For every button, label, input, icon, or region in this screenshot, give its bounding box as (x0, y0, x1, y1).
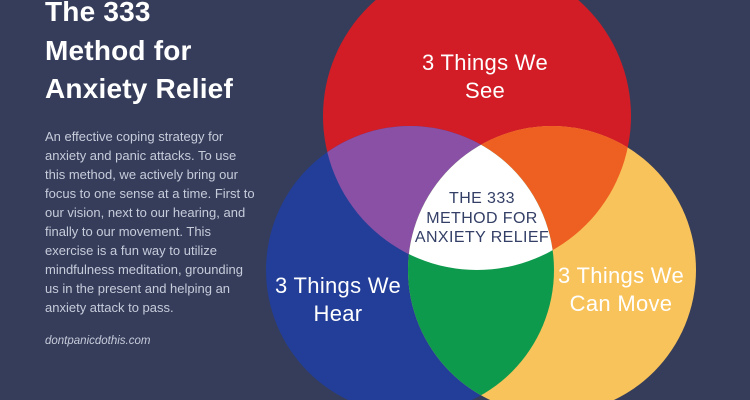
description-text: An effective coping strategy for anxiety… (45, 128, 255, 315)
center-intersection-label: THE 333 METHOD FOR ANXIETY RELIEF (414, 190, 550, 247)
left-panel: The 333 Method for Anxiety Relief An eff… (45, 0, 263, 347)
see-circle-label: 3 Things We See (422, 50, 548, 103)
hear-circle-label: 3 Things We Hear (275, 273, 401, 326)
see-move-overlap (408, 126, 631, 270)
page-title: The 333 Method for Anxiety Relief (45, 0, 233, 105)
website-url: dontpanicdothis.com (45, 334, 151, 347)
see-hear-overlap (323, 126, 554, 270)
move-circle-label: 3 Things We Can Move (558, 263, 684, 316)
